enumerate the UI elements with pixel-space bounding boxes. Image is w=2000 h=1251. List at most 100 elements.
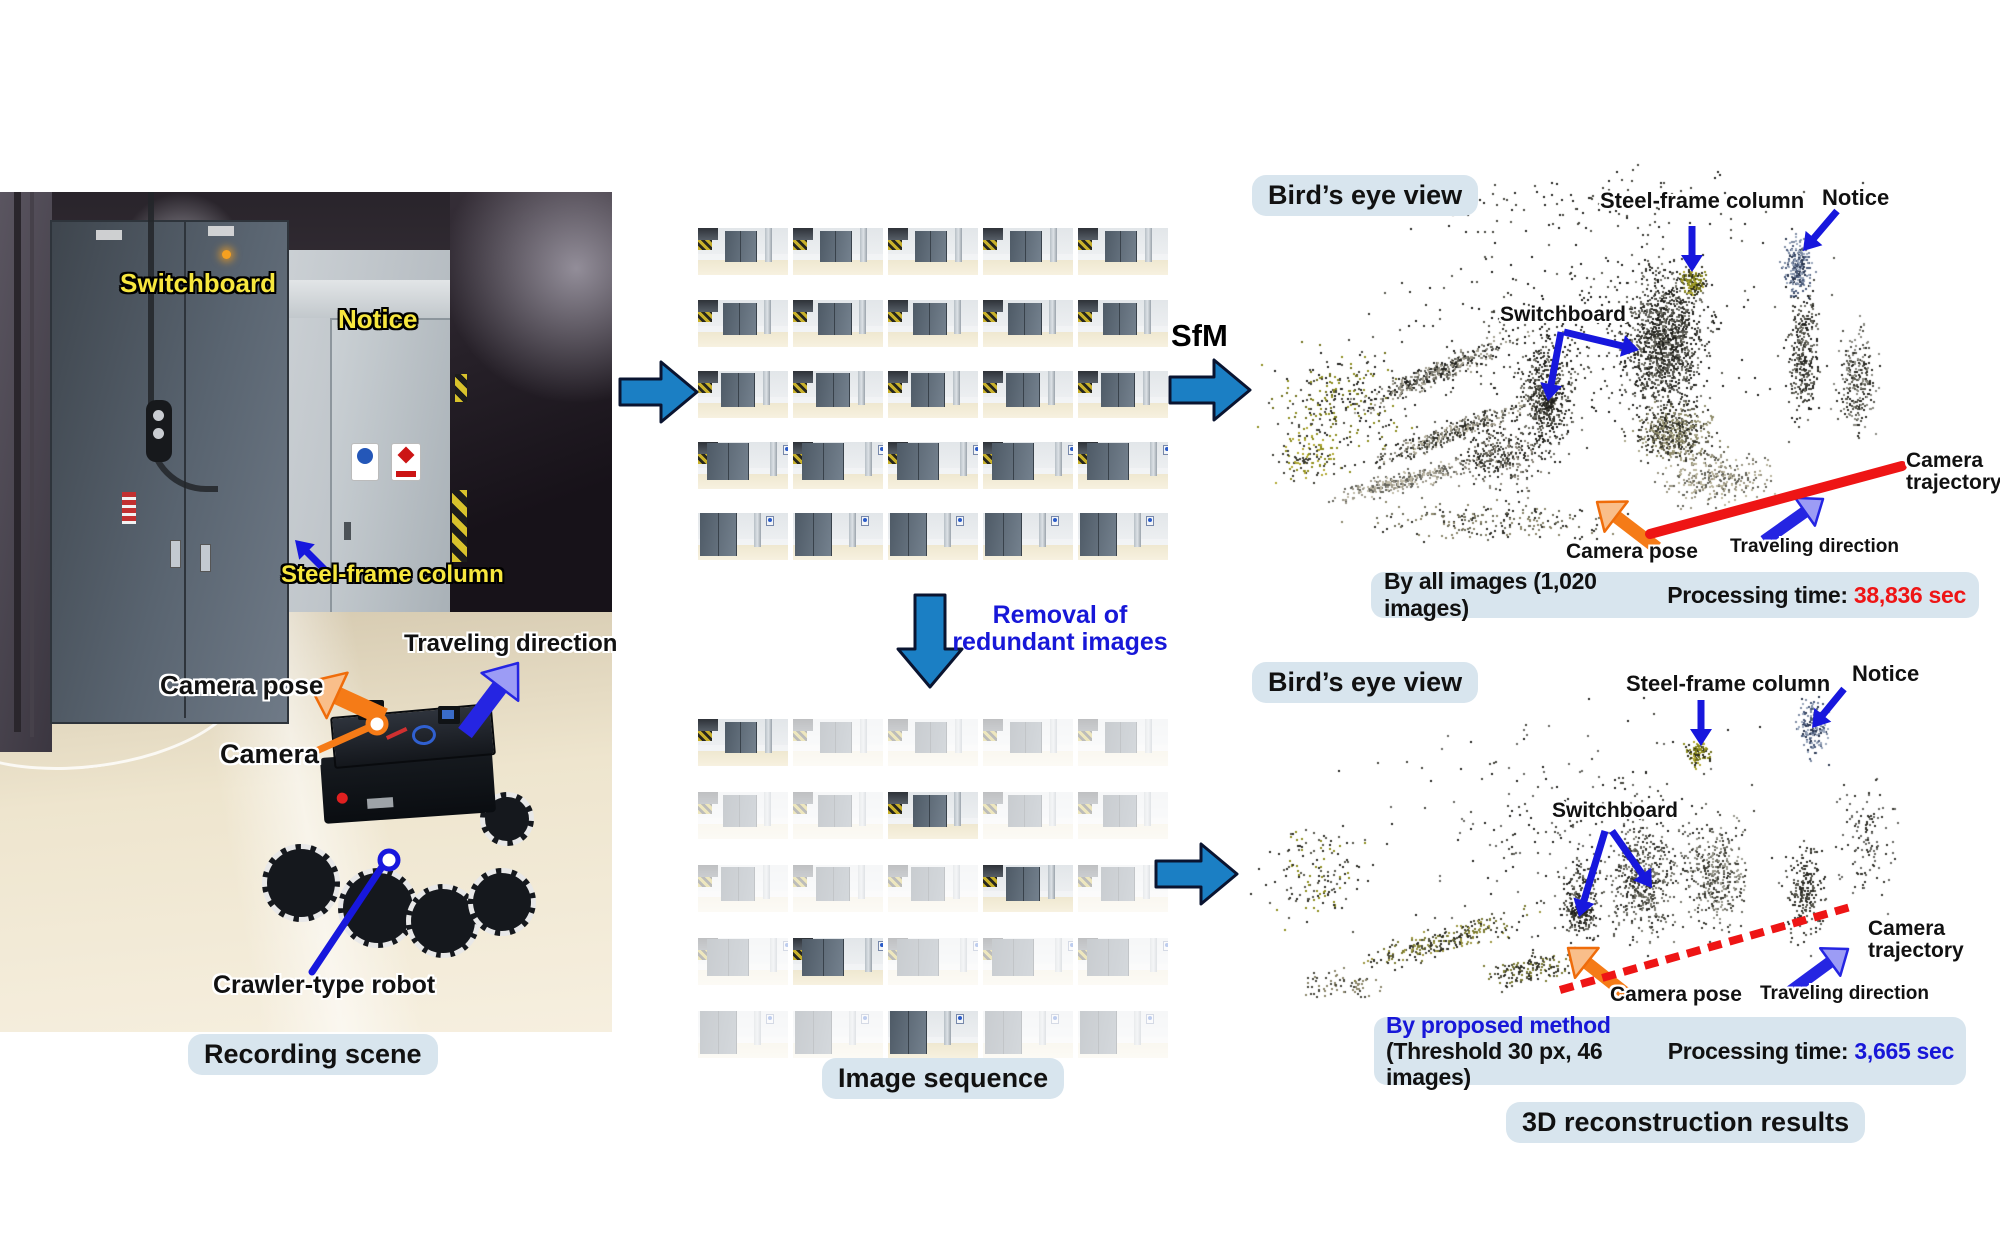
sequence-thumbnail	[1078, 371, 1168, 418]
label-camera-pose: Camera pose	[1566, 540, 1698, 563]
sequence-thumbnail	[698, 719, 788, 766]
cabinet-label	[96, 230, 122, 240]
left-wall	[0, 192, 52, 752]
processing-time-value: 3,665 sec	[1854, 1037, 1954, 1064]
caption-recording-scene: Recording scene	[188, 1034, 438, 1075]
sequence-thumbnail	[983, 865, 1073, 912]
hazard-stripe	[452, 490, 467, 562]
sequence-thumbnail	[888, 300, 978, 347]
caption-image-sequence: Image sequence	[822, 1058, 1065, 1099]
flow-arrow-right-icon	[618, 360, 699, 424]
processing-time: Processing time: 3,665 sec	[1667, 1037, 1955, 1065]
sequence-thumbnail	[698, 228, 788, 275]
sequence-thumbnail	[888, 938, 978, 985]
sequence-thumbnail	[983, 792, 1073, 839]
label-removal-of-redundant-images: Removal of redundant images	[938, 602, 1182, 656]
sequence-thumbnail	[698, 938, 788, 985]
sequence-thumbnail	[983, 228, 1073, 275]
label-steel-frame-column: Steel-frame column	[1600, 188, 1805, 213]
result-bar-all-images: By all images (1,020 images) Processing …	[1371, 568, 1979, 621]
label-switchboard: Switchboard	[1552, 799, 1679, 822]
cabinet-handle	[170, 540, 181, 568]
sequence-thumbnail	[888, 371, 978, 418]
label-notice: Notice	[1852, 661, 1920, 686]
sequence-thumbnail	[1078, 228, 1168, 275]
dark-wall	[450, 192, 612, 670]
sequence-thumbnail	[983, 442, 1073, 489]
indicator-lamp	[222, 250, 231, 259]
sequence-thumbnail	[698, 865, 788, 912]
label-camera-pose: Camera pose	[1610, 983, 1742, 1006]
label-notice: Notice	[338, 304, 418, 334]
sequence-thumbnail	[983, 513, 1073, 560]
processing-time-value: 38,836 sec	[1853, 581, 1966, 608]
sequence-thumbnail	[1078, 865, 1168, 912]
label-camera: Camera	[220, 739, 320, 769]
sequence-thumbnail	[1078, 442, 1168, 489]
result-bar-proposed-method: By proposed method (Threshold 30 px, 46 …	[1374, 1012, 1966, 1090]
robot-wheel	[338, 868, 418, 948]
result-method: By all images (1,020 images)	[1384, 568, 1597, 621]
cabinet-label	[208, 226, 234, 236]
sequence-thumbnail	[888, 1011, 978, 1058]
sequence-thumbnail	[698, 300, 788, 347]
label-traveling-direction: Traveling direction	[1730, 536, 1899, 557]
method-line1: By proposed method	[1386, 1012, 1611, 1038]
pipe	[14, 192, 21, 732]
trajectory-line1: Camera	[1906, 449, 1984, 472]
robot-wheel	[262, 844, 340, 922]
robot-wheel	[406, 884, 480, 958]
sequence-thumbnail	[698, 792, 788, 839]
sequence-thumbnail	[888, 865, 978, 912]
label-camera-trajectory: Camera trajectory	[1906, 449, 2000, 494]
sequence-thumbnail	[888, 442, 978, 489]
sequence-thumbnail	[888, 513, 978, 560]
sequence-thumbnail	[698, 513, 788, 560]
sequence-thumbnail	[888, 228, 978, 275]
label-notice: Notice	[1822, 185, 1890, 210]
trajectory-line1: Camera	[1868, 917, 1946, 940]
sequence-thumbnail	[983, 1011, 1073, 1058]
sequence-thumbnail	[793, 938, 883, 985]
label-steel-frame-column: Steel-frame column	[1626, 671, 1831, 696]
door-sign-red	[392, 444, 420, 480]
sequence-thumbnail	[793, 513, 883, 560]
pipe	[30, 192, 34, 737]
label-switchboard: Switchboard	[120, 268, 277, 298]
trajectory-line2: trajectory	[1868, 939, 1964, 963]
label-crawler-type-robot: Crawler-type robot	[213, 971, 436, 999]
label-camera-trajectory: Camera trajectory	[1868, 917, 1964, 963]
caption-3d-reconstruction-results: 3D reconstruction results	[1506, 1102, 1866, 1143]
sequence-thumbnail	[1078, 513, 1168, 560]
removal-line1: Removal of	[992, 601, 1128, 629]
label-traveling-direction: Traveling direction	[1760, 983, 1929, 1004]
cabinet-handle	[200, 544, 211, 572]
sequence-thumbnail	[698, 371, 788, 418]
result-method: By proposed method (Threshold 30 px, 46 …	[1386, 1012, 1668, 1090]
sequence-thumbnail	[983, 300, 1073, 347]
label-traveling-direction: Traveling direction	[404, 630, 618, 657]
label-steel-frame-column: Steel-frame column	[281, 561, 504, 588]
sequence-thumbnail	[793, 300, 883, 347]
sequence-thumbnail	[1078, 1011, 1168, 1058]
flow-arrow-sfm-icon	[1168, 358, 1252, 422]
cabinet-sticker	[122, 492, 136, 524]
pendant-remote	[146, 400, 172, 462]
processing-time-label: Processing time:	[1667, 581, 1848, 608]
door-beam	[262, 280, 458, 318]
sequence-thumbnail	[793, 371, 883, 418]
sequence-thumbnail	[1078, 300, 1168, 347]
label-sfm: SfM	[1171, 318, 1228, 353]
sequence-thumbnail	[1078, 719, 1168, 766]
recording-scene-photo	[0, 192, 612, 1032]
sequence-thumbnail	[983, 371, 1073, 418]
processing-time-label: Processing time:	[1667, 1037, 1849, 1064]
badge-birds-eye-view-top: Bird’s eye view	[1252, 175, 1479, 216]
sequence-thumbnail	[1078, 938, 1168, 985]
door-sign-blue	[352, 444, 378, 480]
sequence-thumbnail	[888, 719, 978, 766]
sequence-thumbnail	[793, 719, 883, 766]
door-handle	[344, 522, 351, 540]
sequence-thumbnail	[793, 792, 883, 839]
robot-wheel	[468, 868, 536, 936]
